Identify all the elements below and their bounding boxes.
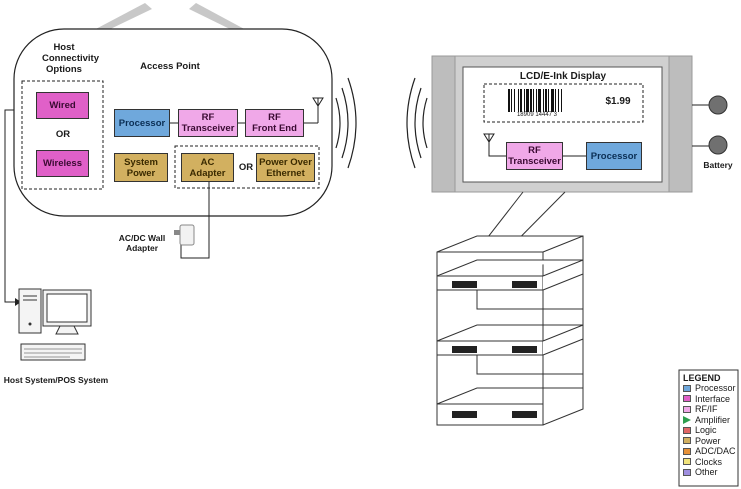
legend-item: ADC/DAC bbox=[683, 446, 737, 457]
or-label-power: OR bbox=[238, 162, 254, 173]
wall-adapter-prongs bbox=[174, 230, 180, 235]
barcode-bar bbox=[520, 89, 522, 112]
barcode-bar bbox=[548, 89, 549, 112]
barcode-bar bbox=[538, 89, 541, 112]
barcode-number: 18909 14447 3 bbox=[516, 112, 558, 118]
legend-title: LEGEND bbox=[683, 373, 721, 383]
processor-block: Processor bbox=[114, 109, 170, 137]
shelf-tag bbox=[452, 411, 477, 418]
tag-antenna-icon bbox=[483, 133, 495, 143]
barcode-bar bbox=[518, 89, 519, 112]
price-label-box bbox=[483, 83, 644, 123]
ap-antenna-left bbox=[92, 3, 152, 34]
tag-left-cap bbox=[431, 55, 456, 193]
legend-swatch bbox=[683, 447, 691, 455]
shelf-tag bbox=[512, 281, 537, 288]
legend-swatch bbox=[683, 458, 691, 466]
poe-block: Power Over Ethernet bbox=[256, 153, 315, 182]
shelf-tag bbox=[512, 411, 537, 418]
barcode-bar bbox=[545, 89, 547, 112]
legend-item: Interface bbox=[683, 394, 737, 405]
pc-keyboard bbox=[20, 343, 86, 361]
legend-label: Processor bbox=[695, 383, 736, 394]
system-power-block: System Power bbox=[114, 153, 168, 182]
legend-swatch bbox=[683, 405, 691, 413]
barcode bbox=[508, 89, 562, 112]
power-options-box bbox=[174, 145, 320, 189]
wall-adapter-label: AC/DC Wall Adapter bbox=[118, 233, 166, 253]
legend-item: Power bbox=[683, 436, 737, 447]
battery-cell-bottom bbox=[708, 135, 728, 155]
legend-swatch bbox=[683, 415, 691, 424]
shelf-tag bbox=[512, 346, 537, 353]
barcode-bar bbox=[558, 89, 559, 112]
barcode-bar bbox=[533, 89, 534, 112]
legend-label: Amplifier bbox=[695, 414, 731, 425]
tag-right-cap bbox=[668, 55, 693, 193]
barcode-bar bbox=[514, 89, 515, 112]
legend-label: Logic bbox=[695, 425, 717, 436]
legend-item: Clocks bbox=[683, 457, 737, 468]
barcode-bar bbox=[555, 89, 556, 112]
shelf-tags bbox=[452, 281, 537, 418]
ap-radio-waves bbox=[335, 77, 357, 169]
legend-item: Other bbox=[683, 467, 737, 478]
host-link-line bbox=[4, 109, 15, 303]
host-link-arrow bbox=[15, 298, 21, 306]
adapter-cable bbox=[180, 176, 210, 259]
barcode-bar bbox=[561, 89, 562, 112]
tag-processor-block: Processor bbox=[586, 142, 642, 170]
or-label-connectivity: OR bbox=[55, 129, 71, 140]
legend-label: Clocks bbox=[695, 456, 723, 467]
access-point-title: Access Point bbox=[140, 61, 200, 72]
rf-transceiver-block: RF Transceiver bbox=[178, 109, 238, 137]
legend-label: ADC/DAC bbox=[695, 446, 736, 457]
price-text: $1.99 bbox=[605, 96, 631, 107]
rf-front-end-block: RF Front End bbox=[245, 109, 304, 137]
barcode-bar bbox=[508, 89, 510, 112]
legend-label: Power bbox=[695, 435, 721, 446]
host-connectivity-title: Host Connectivity Options bbox=[42, 42, 100, 75]
barcode-bar bbox=[511, 89, 512, 112]
legend-label: Interface bbox=[695, 393, 731, 404]
tag-rf-transceiver-block: RF Transceiver bbox=[506, 142, 563, 170]
battery-cell-top bbox=[708, 95, 728, 115]
battery-label: Battery bbox=[703, 160, 733, 170]
barcode-bar bbox=[536, 89, 537, 112]
ac-adapter-block: AC Adapter bbox=[181, 153, 234, 182]
barcode-bar bbox=[526, 89, 529, 112]
legend-item: Logic bbox=[683, 425, 737, 436]
legend-swatch bbox=[683, 395, 691, 403]
legend-swatch bbox=[683, 437, 691, 445]
wall-adapter-plug bbox=[179, 224, 195, 246]
legend-swatch bbox=[683, 468, 691, 476]
ap-antenna-right bbox=[189, 3, 248, 34]
legend-label: RF/IF bbox=[695, 404, 718, 415]
barcode-bar bbox=[524, 89, 525, 112]
wireless-block: Wireless bbox=[36, 150, 89, 177]
tag-antenna-feed bbox=[488, 142, 506, 157]
host-system-label: Host System/POS System bbox=[3, 375, 109, 385]
host-connectivity-box bbox=[21, 80, 104, 190]
legend-swatch bbox=[683, 426, 691, 434]
barcode-bar bbox=[543, 89, 544, 112]
legend-item: Processor bbox=[683, 383, 737, 394]
pc-monitor-stand bbox=[55, 325, 79, 335]
barcode-bar bbox=[530, 89, 532, 112]
shelf-tag bbox=[452, 281, 477, 288]
barcode-bar bbox=[551, 89, 554, 112]
display-title: LCD/E-Ink Display bbox=[519, 71, 607, 82]
legend-label: Other bbox=[695, 467, 718, 478]
tag-radio-waves bbox=[406, 77, 428, 169]
shelf-unit bbox=[436, 235, 584, 426]
legend-item: RF/IF bbox=[683, 404, 737, 415]
legend-swatch bbox=[683, 384, 691, 392]
legend-item: Amplifier bbox=[683, 415, 737, 426]
ap-antenna-icon bbox=[312, 97, 324, 107]
shelf-tag bbox=[452, 346, 477, 353]
wired-block: Wired bbox=[36, 92, 89, 119]
